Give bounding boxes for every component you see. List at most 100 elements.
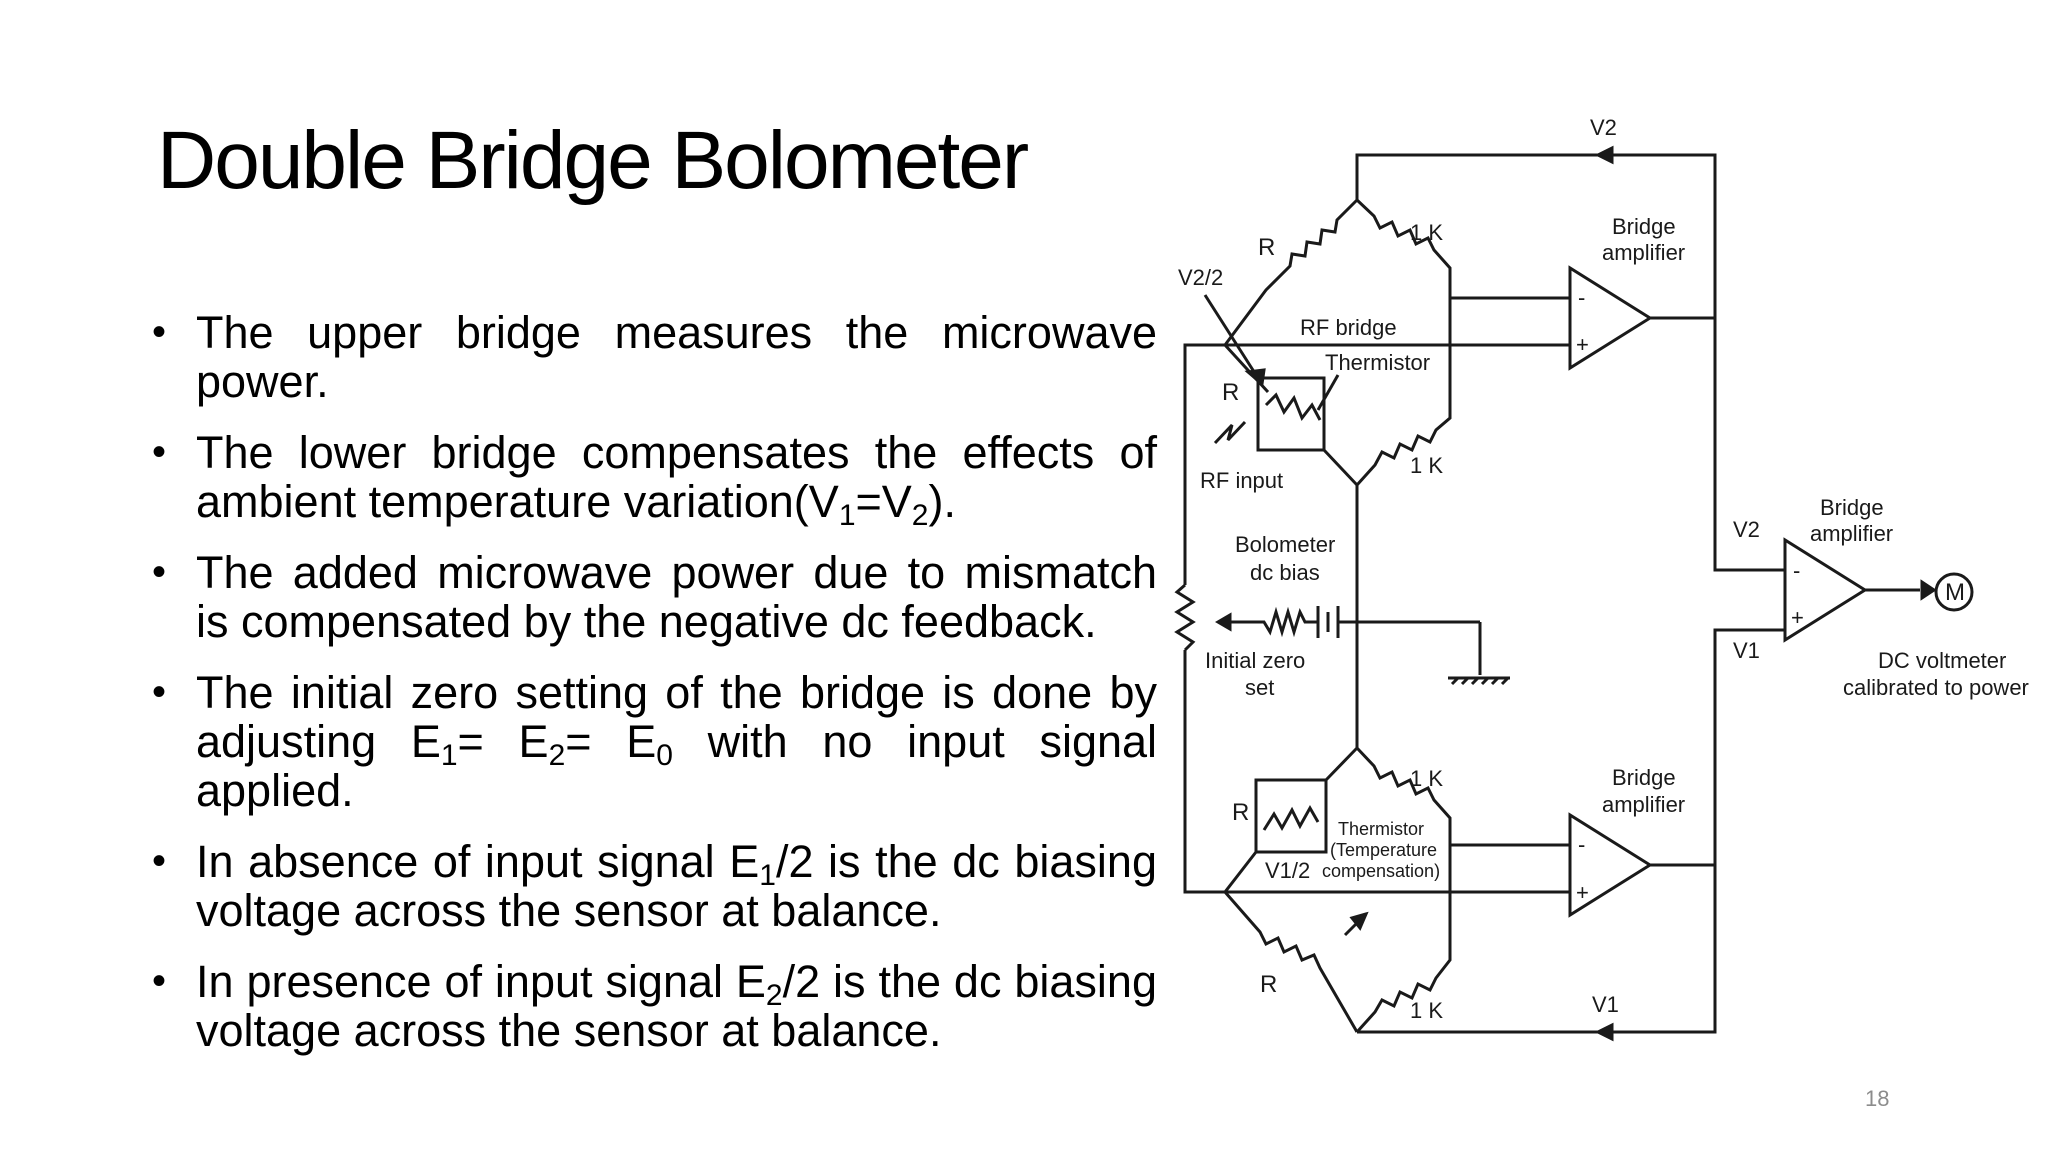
subscript: 0 [656, 739, 673, 772]
bullet-text: In absence of input signal E [196, 836, 760, 887]
bolometer-label-2: dc bias [1250, 560, 1320, 585]
left-variable-resistor [1174, 583, 1196, 652]
wire [1183, 650, 1225, 894]
v1-bottom-label: V1 [1592, 992, 1619, 1017]
wire [1713, 318, 1785, 572]
wire [1203, 294, 1260, 379]
v1-right-label: V1 [1733, 638, 1760, 663]
upper-bridge-r-resistor [1223, 198, 1359, 346]
bullet-text: The upper bridge measures the microwave … [196, 307, 1157, 407]
slide-title: Double Bridge Bolometer [157, 115, 1029, 206]
dc-voltmeter-label-2: calibrated to power [1843, 675, 2029, 700]
top-feedback-wire [1355, 153, 1717, 318]
amp-minus: - [1793, 558, 1800, 583]
thermistor-zigzag [1262, 804, 1320, 832]
lower-right-1k-label: 1 K [1410, 998, 1443, 1023]
bullet-dot: • [152, 310, 167, 354]
upper-r-label: R [1258, 234, 1275, 261]
page-number: 18 [1865, 1086, 1890, 1111]
lower-left-r-resistor [1223, 891, 1359, 1033]
amp-plus: + [1576, 332, 1589, 357]
arrow-head [1594, 1022, 1614, 1042]
bullet-item: • The upper bridge measures the microwave… [152, 308, 1157, 406]
subscript: 2 [911, 499, 929, 532]
rf-input-label: RF input [1200, 468, 1283, 493]
lower-bridge-amplifier [1568, 812, 1653, 918]
bullet-dot: • [152, 839, 167, 883]
bullet-item: •The lower bridge compensates the effect… [152, 428, 1157, 531]
wire [1316, 374, 1340, 411]
v2-right-label: V2 [1733, 517, 1760, 542]
subscript: 2 [548, 739, 566, 772]
bullet-item: • The added microwave power due to mismat… [152, 548, 1157, 646]
upper-1k-label: 1 K [1410, 220, 1443, 245]
arrow-head [1244, 368, 1266, 387]
subscript: 2 [765, 979, 783, 1012]
wire [1322, 448, 1359, 487]
subscript: 1 [838, 499, 856, 532]
thermistor-zigzag [1264, 392, 1322, 422]
wire [1223, 851, 1258, 893]
bullet-text: = E [457, 716, 549, 767]
bullet-list: • The upper bridge measures the microwave… [152, 308, 1157, 1077]
arrow-head [1594, 145, 1614, 165]
thermistor-comp-label-2: (Temperature [1330, 840, 1437, 860]
bullet-dot: • [152, 550, 167, 594]
bullet-text: with no input signal applied. [196, 716, 1158, 816]
thermistor-label: Thermistor [1325, 350, 1430, 375]
bullet-dot: • [152, 670, 167, 714]
r-lower-thermistor-label: R [1232, 799, 1249, 826]
bridge-amp-top-label-1: Bridge [1612, 214, 1676, 239]
subscript: 1 [440, 739, 458, 772]
rf-bridge-label: RF bridge [1300, 315, 1397, 340]
r-thermistor-label: R [1222, 379, 1239, 406]
bridge-amp-top-label-2: amplifier [1602, 240, 1685, 265]
v2-top-label: V2 [1590, 115, 1617, 140]
double-bridge-circuit-diagram: V2 R 1 K 1 K V2/2 RF bridge Thermistor R… [1174, 115, 2029, 1042]
zero-set-resistor [1230, 606, 1318, 638]
lower-thermistor-box [1254, 778, 1328, 854]
bolometer-label-1: Bolometer [1235, 532, 1335, 557]
amp-minus: - [1578, 285, 1585, 310]
lower-upper-1k-resistor [1355, 746, 1452, 845]
bullet-text: The initial zero setting of the bridge i… [196, 667, 1157, 767]
rf-thermistor-box [1256, 376, 1326, 452]
wire [1713, 628, 1785, 865]
lower-right-1k-resistor [1355, 935, 1452, 1034]
dc-voltmeter-label-1: DC voltmeter [1878, 648, 2006, 673]
amp-plus: + [1576, 880, 1589, 905]
amp-plus: + [1791, 605, 1804, 630]
v2-half-label: V2/2 [1178, 265, 1223, 290]
bullet-dot: • [152, 430, 167, 474]
subscript: 1 [759, 859, 776, 892]
bullet-text: /2 is the dc biasing voltage across the … [196, 836, 1157, 936]
wire [1183, 343, 1225, 585]
thermistor-comp-label-3: compensation) [1322, 861, 1440, 881]
bullet-item: • The initial zero setting of the bridge … [152, 668, 1157, 815]
arrow-head [1920, 579, 1937, 601]
bullet-text: = E [565, 716, 657, 767]
right-bridge-amplifier [1783, 537, 1868, 643]
initial-zero-label-2: set [1245, 675, 1274, 700]
bridge-amp-right-label-1: Bridge [1820, 495, 1884, 520]
bullet-text: In presence of input signal E [196, 956, 766, 1007]
thermistor-comp-label-1: Thermistor [1338, 819, 1424, 839]
bridge-amp-bottom-label-2: amplifier [1602, 792, 1685, 817]
bottom-feedback-wire [1357, 865, 1717, 1034]
v1-half-label: V1/2 [1265, 858, 1310, 883]
bridge-amp-bottom-label-1: Bridge [1612, 765, 1676, 790]
bullet-text: The added microwave power due to mismatc… [196, 547, 1157, 647]
bullet-text: =V [855, 476, 912, 527]
upper-bridge-1k-resistor [1355, 198, 1452, 298]
lower-upper-1k-label: 1 K [1410, 766, 1443, 791]
bullet-dot: • [152, 959, 167, 1003]
amp-minus: - [1578, 832, 1585, 857]
bullet-item: • In absence of input signal E1/2 is the … [152, 837, 1157, 935]
wire [1324, 746, 1359, 782]
upper-bridge-amplifier [1568, 265, 1653, 371]
initial-zero-label-1: Initial zero [1205, 648, 1305, 673]
meter-circle [1934, 572, 1974, 612]
ground-hatch [1450, 676, 1510, 686]
bullet-item: • In presence of input signal E2/2 is the… [152, 957, 1157, 1055]
bullet-text: /2 is the dc biasing voltage across the … [196, 956, 1157, 1056]
